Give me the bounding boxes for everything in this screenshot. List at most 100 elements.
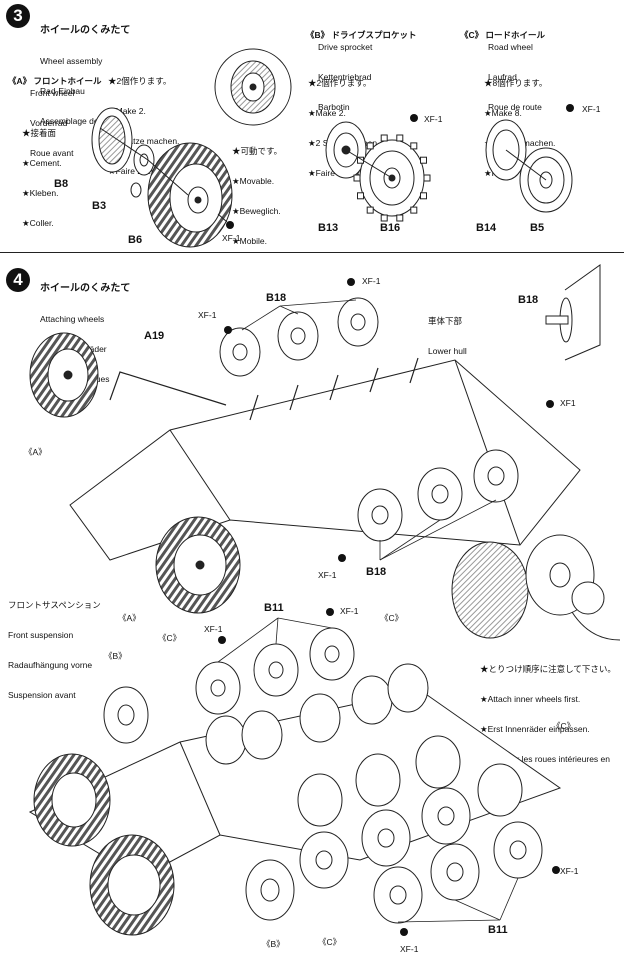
note-fr1: ★Attacher les roues intérieures en: [480, 754, 610, 764]
sprocket-tooth: [396, 214, 404, 222]
front-susp-jp: フロントサスペンション: [8, 600, 101, 610]
panel-a-cement-jp: ★接着面: [22, 128, 57, 138]
tag-c-bottom: 《C》: [318, 937, 342, 947]
tag-b-top: 《B》: [104, 651, 127, 661]
panel-a-qty-de: ★2 Sätze machen.: [108, 136, 180, 146]
part-label-b13: B13: [318, 222, 339, 234]
step-4-number: 4: [6, 268, 30, 292]
sprocket-tooth: [423, 174, 431, 182]
panel-b-qty: ★2個作ります。 ★Make 2. ★2 Sätze machen. ★Fair…: [308, 58, 379, 188]
part-label-b16: B16: [380, 222, 401, 234]
panel-c-name-jp: ロードホイール: [485, 30, 546, 40]
panel-a-movable-de: ★Beweglich.: [232, 206, 281, 216]
panel-c-qty: ★8個作ります。 ★Make 8. ★8 Sätze machen. ★Fair…: [484, 58, 555, 188]
step-4-title-fr: Fixation des roues: [40, 374, 110, 384]
step-4-title: ホイールのくみたて Attaching wheels Einbau der Rä…: [40, 264, 130, 394]
sprocket-tooth: [396, 134, 404, 142]
lower-hull-upper: [69, 359, 581, 561]
axle-stubs-upper: [249, 357, 419, 421]
part-label-a19: A19: [144, 330, 165, 342]
paint-label-4c: XF1: [560, 398, 576, 408]
panel-c-qty-jp: ★8個作ります。: [484, 78, 548, 88]
part-label-b14: B14: [476, 222, 497, 234]
panel-b-name-jp: ドライブスプロケット: [331, 30, 417, 40]
panel-b-qty-en: ★Make 2.: [308, 108, 346, 118]
panel-b-qty-jp: ★2個作ります。: [308, 78, 372, 88]
front-suspension-label: フロントサスペンション Front suspension Radaufhängu…: [8, 580, 101, 710]
part-label-b3: B3: [92, 200, 107, 212]
front-wheel-lower-right: [89, 834, 175, 936]
panel-a-movable: ★可動です。 ★Movable. ★Beweglich. ★Mobile.: [232, 126, 282, 256]
paint-label-c: XF-1: [582, 104, 601, 114]
inner-wheels-note: ★とりつけ順序に注意して下さい。 ★Attach inner wheels fi…: [480, 644, 616, 804]
road-wheels-lower-row1: [195, 627, 429, 765]
panel-c-name-fr: Roue de route: [488, 102, 542, 112]
tag-c-right: 《C》: [552, 721, 576, 731]
panel-a-name-de: Vorderrad: [30, 118, 68, 128]
panel-b-name-en: Drive sprocket: [318, 42, 373, 52]
part-label-b11-top: B11: [264, 602, 284, 614]
helper-figure: [451, 534, 621, 641]
step-4-title-de: Einbau der Räder: [40, 344, 107, 354]
paint-label-4a: XF-1: [362, 276, 381, 286]
panel-c-name-en: Road wheel: [488, 42, 533, 52]
panel-a-qty-jp: ★2個作ります。: [108, 76, 172, 86]
step-3-title-en: Wheel assembly: [40, 56, 103, 66]
panel-a-cement-fr: ★Coller.: [22, 218, 54, 228]
paint-label-b: XF-1: [424, 114, 443, 124]
panel-a-header: 《A》 フロントホイール: [8, 56, 102, 96]
panel-b-name-fr: Barbotin: [318, 102, 350, 112]
part-label-b18-top: B18: [266, 292, 287, 304]
b18-detail-inset: [545, 264, 601, 361]
front-susp-en: Front suspension: [8, 630, 74, 640]
section-divider: [0, 252, 624, 253]
step-3-number: 3: [6, 4, 30, 28]
movable-inset: [214, 48, 292, 126]
panel-c-name-de: Laufrad: [488, 72, 517, 82]
panel-a-movable-fr: ★Mobile.: [232, 236, 268, 246]
paint-label-4e: XF-1: [340, 606, 359, 616]
panel-b-name-de: Kettentriebrad: [318, 72, 372, 82]
tag-a-bottom: 《A》: [118, 613, 141, 623]
lower-hull-de: Wanne: [428, 376, 455, 386]
part-label-b8: B8: [54, 178, 69, 190]
panel-a-name-jp: フロントホイール: [33, 76, 102, 86]
step-4-title-jp: ホイールのくみたて: [40, 283, 131, 294]
panel-c-qty-de: ★8 Sätze machen.: [484, 138, 556, 148]
tag-c-top-left: 《C》: [158, 633, 182, 643]
front-susp-de: Radaufhängung vorne: [8, 660, 93, 670]
panel-c-qty-fr: ★Faire 8 jeux.: [484, 168, 539, 178]
step-4-title-en: Attaching wheels: [40, 314, 105, 324]
part-label-b5: B5: [530, 222, 545, 234]
sprocket-tooth: [380, 214, 388, 222]
panel-a-qty-fr: ★Faire 2 jeux.: [108, 166, 163, 176]
lower-hull-en: Lower hull: [428, 346, 467, 356]
paint-label-4d: XF-1: [318, 570, 337, 580]
panel-c-tag: 《C》: [460, 30, 484, 40]
tag-c-top-right: 《C》: [380, 613, 404, 623]
panel-a-qty: ★2個作ります。 ★Make 2. ★2 Sätze machen. ★Fair…: [108, 56, 179, 186]
sprocket-tooth: [357, 192, 364, 200]
panel-a-cement-de: ★Kleben.: [22, 188, 59, 198]
lower-hull-fr: Coque inférieure: [428, 406, 491, 416]
paint-dot-c: [566, 104, 574, 112]
tag-a-left: 《A》: [24, 447, 47, 457]
sprocket-b-lower-top: [103, 686, 149, 744]
panel-a-cement-en: ★Cement.: [22, 158, 62, 168]
paint-label-a: XF-1: [222, 233, 241, 243]
panel-c-qty-en: ★Make 8.: [484, 108, 522, 118]
road-wheels-b18-top: [219, 297, 379, 377]
note-de: ★Erst Innenräder einpassen.: [480, 724, 590, 734]
panel-a-name-fr: Roue avant: [30, 148, 74, 158]
lower-hull-jp: 車体下部: [428, 316, 463, 326]
paint-dots-step4-upper: [224, 278, 554, 562]
panel-b-qty-de: ★2 Sätze machen.: [308, 138, 380, 148]
part-label-b6: B6: [128, 234, 143, 246]
panel-a-cement: ★接着面 ★Cement. ★Kleben. ★Coller.: [22, 108, 62, 238]
panel-b-qty-fr: ★Faire 2 jeux.: [308, 168, 363, 178]
panel-b-tag: 《B》: [306, 30, 330, 40]
part-label-b18-detail: B18: [518, 294, 539, 306]
step-3-title-de: Rad-Einbau: [40, 86, 85, 96]
panel-a-names: Front wheel Vorderrad Roue avant: [30, 68, 74, 168]
part-label-b11-bottom: B11: [488, 924, 508, 936]
